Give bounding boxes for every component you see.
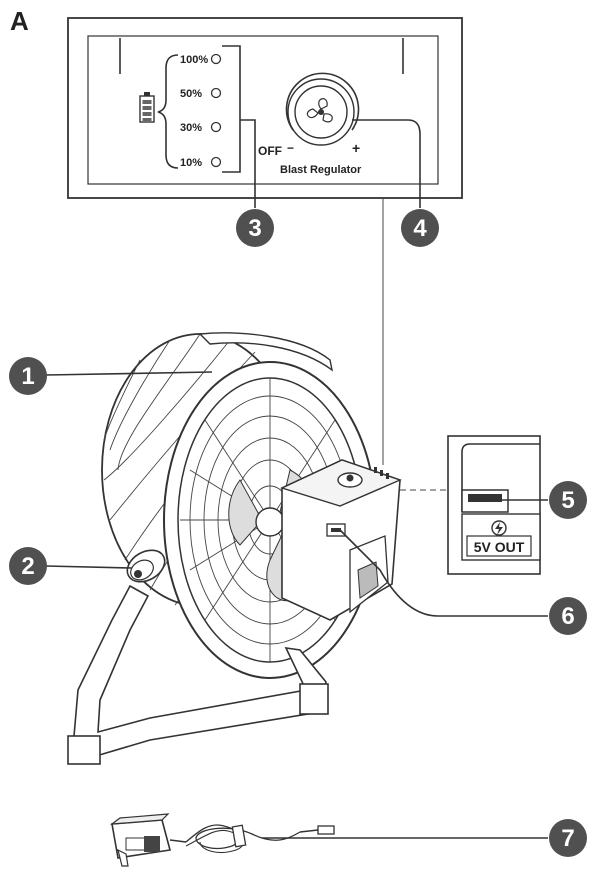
callout-7: 7 [549, 819, 587, 857]
level-label-100: 100% [180, 54, 208, 66]
svg-text:7: 7 [561, 825, 574, 852]
leader-line-4 [352, 119, 421, 208]
fan-unit [67, 332, 402, 765]
callout-2: 2 [9, 547, 47, 585]
minus-label: − [287, 141, 294, 155]
usb-port-label: 5V OUT [474, 539, 525, 555]
leader-line-6 [339, 529, 548, 617]
usb-port-detail: 5V OUT [447, 435, 541, 575]
level-label-10: 10% [180, 157, 202, 169]
svg-text:6: 6 [561, 603, 574, 630]
callout-1: 1 [9, 357, 47, 395]
fan-icon [306, 98, 333, 123]
leader-line-2 [45, 565, 133, 569]
svg-text:3: 3 [248, 215, 261, 242]
svg-text:4: 4 [413, 215, 427, 242]
leader-line-3 [240, 119, 256, 208]
battery-icon [139, 92, 155, 123]
level-brace [157, 54, 179, 169]
power-adapter-icon [109, 813, 335, 867]
indicator-led-10 [210, 156, 222, 168]
control-panel-detail: 100% 50% 30% 10% OFF − + Blast Regulator [67, 17, 463, 199]
callout-5: 5 [549, 481, 587, 519]
callout-6: 6 [549, 597, 587, 635]
control-box [280, 459, 402, 621]
level-label-50: 50% [180, 88, 202, 100]
fan-stand [73, 584, 327, 757]
led-bracket [222, 45, 241, 173]
indicator-led-50 [210, 87, 222, 99]
indicator-led-100 [210, 53, 222, 65]
level-label-30: 30% [180, 122, 202, 134]
plus-label: + [352, 140, 360, 156]
blast-regulator-label: Blast Regulator [280, 164, 362, 176]
off-label: OFF [258, 144, 282, 158]
svg-text:5: 5 [561, 487, 574, 514]
indicator-led-30 [210, 121, 222, 133]
leader-line-1 [45, 371, 213, 376]
tilt-knob [126, 549, 166, 583]
lightning-icon [491, 520, 507, 536]
callout-3: 3 [236, 209, 274, 247]
callout-4: 4 [401, 209, 439, 247]
figure-letter: A [10, 6, 29, 36]
svg-text:1: 1 [21, 363, 34, 390]
blast-regulator-dial [285, 72, 360, 146]
svg-text:2: 2 [21, 553, 34, 580]
